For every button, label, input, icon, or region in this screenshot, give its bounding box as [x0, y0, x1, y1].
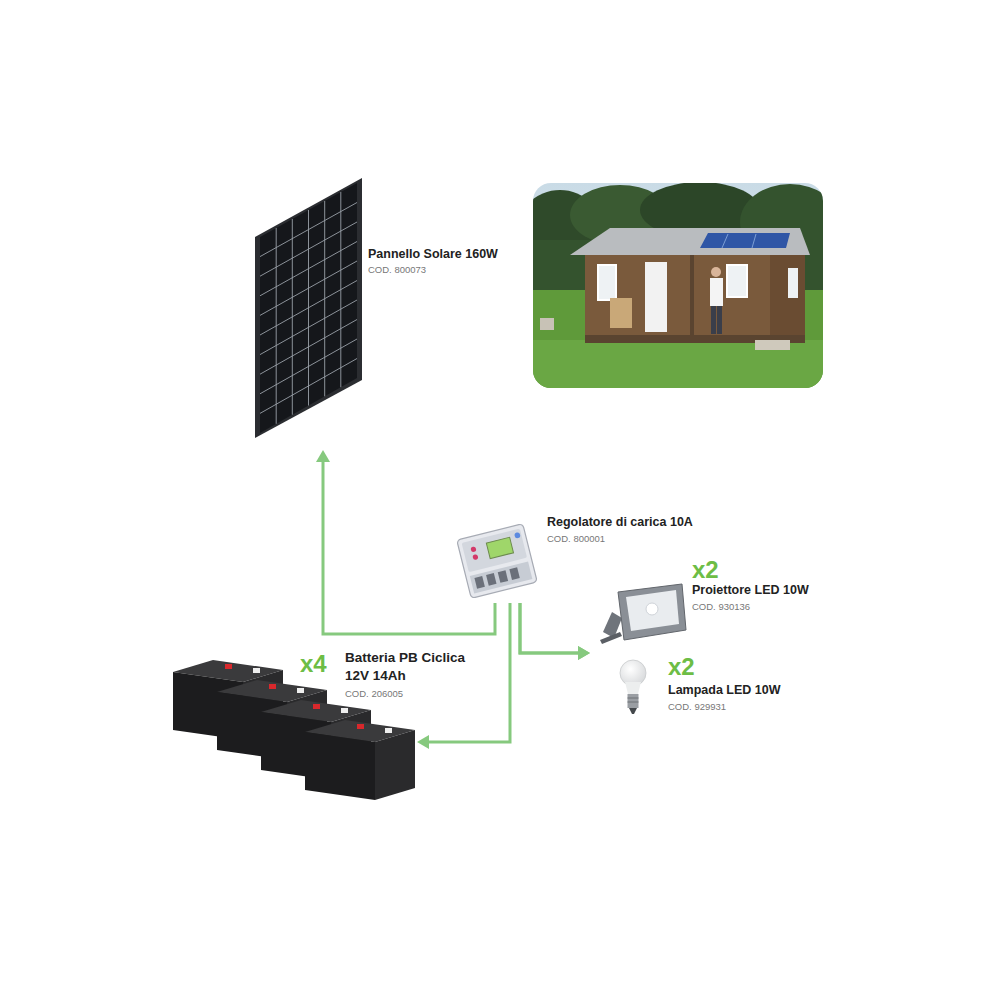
charge-controller	[457, 524, 537, 599]
product-code: COD. 930136	[692, 601, 750, 613]
led-projector	[600, 584, 686, 644]
component-node: Regolatore di carica 10ACOD. 800001	[460, 518, 535, 603]
text-holder: Regolatore di carica 10A	[547, 515, 693, 530]
arrow-head	[417, 735, 429, 749]
text-holder: Batteria PB Ciclica 12V 14Ah	[345, 649, 470, 685]
led-bulb	[620, 660, 646, 714]
text-holder: x2	[692, 557, 719, 583]
product-name: Pannello Solare 160W	[368, 247, 498, 262]
text-holder: Pannello Solare 160W	[368, 247, 498, 262]
product-name: Regolatore di carica 10A	[547, 515, 693, 530]
text-holder: x2	[668, 654, 695, 680]
product-name: Lampada LED 10W	[668, 683, 781, 698]
arrow-head	[578, 646, 590, 660]
product-code: COD. 800001	[547, 533, 605, 545]
text-holder: Proiettore LED 10W	[692, 583, 809, 598]
product-name: Proiettore LED 10W	[692, 583, 809, 598]
quantity-label: x4	[300, 651, 327, 677]
quantity-label: x2	[668, 654, 695, 680]
arrow-head	[578, 646, 590, 660]
solar-panel	[255, 178, 362, 438]
text-holder: x4	[300, 651, 327, 677]
component-node: Pannello Solare 160WCOD. 800073	[250, 175, 365, 450]
panel-frame	[255, 178, 362, 438]
text-holder: COD. 206005	[345, 688, 403, 700]
text-holder: COD. 800073	[368, 264, 426, 276]
connector-line	[520, 603, 578, 653]
text-holder: COD. 930136	[692, 601, 750, 613]
product-name: Batteria PB Ciclica 12V 14Ah	[345, 649, 470, 685]
product-code: COD. 206005	[345, 688, 403, 700]
component-node: x2Lampada LED 10WCOD. 929931	[590, 653, 648, 720]
power-connector	[520, 603, 590, 660]
product-code: COD. 929931	[668, 701, 726, 713]
arrow-head	[316, 450, 330, 462]
component-node: x2Proiettore LED 10WCOD. 930136	[590, 583, 688, 653]
panel-cells	[260, 183, 357, 433]
product-code: COD. 800073	[368, 264, 426, 276]
text-holder: Lampada LED 10W	[668, 683, 781, 698]
quantity-label: x2	[692, 557, 719, 583]
house-photo	[533, 183, 823, 388]
text-holder: COD. 929931	[668, 701, 726, 713]
connector-line	[429, 603, 510, 742]
component-node: x4Batteria PB Ciclica 12V 14AhCOD. 20600…	[173, 658, 417, 800]
panel-grid	[260, 192, 357, 424]
power-connector	[417, 603, 510, 749]
connector-line	[520, 603, 578, 653]
power-connector	[520, 603, 590, 660]
text-holder: COD. 800001	[547, 533, 605, 545]
